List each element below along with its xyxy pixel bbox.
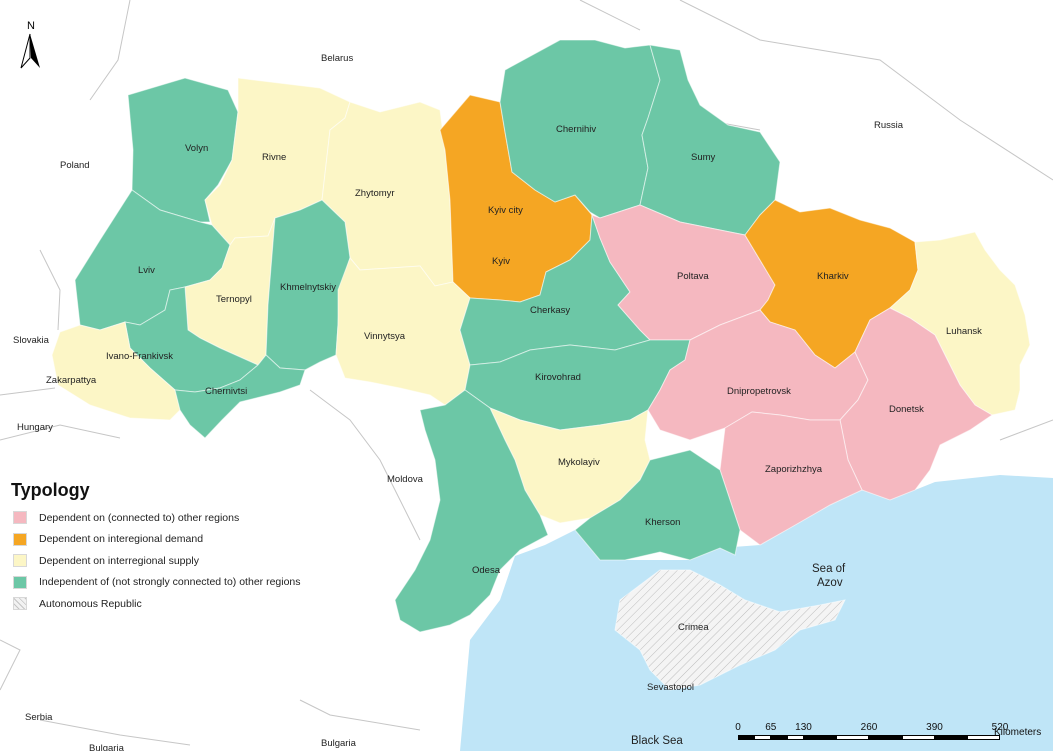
scale-segment — [934, 735, 968, 740]
region-label: Khmelnytskiy — [280, 282, 336, 293]
scale-tick-label: 0 — [735, 722, 741, 733]
legend-swatch — [13, 511, 27, 525]
scale-tick-label: 130 — [795, 722, 812, 733]
sea-label: Black Sea — [631, 735, 683, 747]
region-label: Poltava — [677, 271, 709, 282]
scale-unit: Kilometers — [994, 727, 1042, 738]
legend-swatch — [13, 575, 27, 589]
region-label: Crimea — [678, 622, 709, 633]
region-label: Sumy — [691, 152, 716, 163]
region-label: Kyiv — [492, 256, 510, 267]
region-label: Kherson — [645, 517, 680, 528]
country-label: Slovakia — [13, 335, 50, 346]
sea-label: Sea of — [812, 563, 846, 575]
region-label: Ternopyl — [216, 294, 252, 305]
region-label: Volyn — [185, 143, 208, 154]
scale-segment — [967, 735, 1000, 740]
scale-bar: 0 65 130 260 390 520 Kilometers — [726, 716, 1053, 746]
legend: Typology Dependent on (connected to) oth… — [7, 476, 339, 626]
country-label: Hungary — [17, 422, 53, 433]
sea-label: Azov — [817, 577, 843, 589]
region-label: Chernivtsi — [205, 386, 247, 397]
region-label: Luhansk — [946, 326, 982, 337]
region-label: Donetsk — [889, 404, 924, 415]
legend-item: Dependent on interregional supply — [7, 550, 339, 572]
region-chernivtsi[interactable] — [174, 354, 306, 439]
region-labels: Volyn Rivne Zhytomyr Kyiv Kyiv city Cher… — [46, 124, 982, 693]
country-label: Moldova — [387, 474, 424, 485]
region-label: Zaporizhzhya — [765, 464, 823, 475]
legend-swatch — [13, 597, 27, 611]
region-label: Odesa — [472, 565, 501, 576]
region-label: Mykolayiv — [558, 457, 600, 468]
country-label: Bulgaria — [89, 743, 125, 751]
scale-segment — [787, 735, 804, 740]
region-crimea[interactable] — [614, 569, 846, 691]
country-labels: Belarus Russia Poland Slovakia Hungary M… — [13, 53, 904, 751]
north-arrow: N — [14, 20, 54, 72]
region-label: Kharkiv — [817, 271, 849, 282]
legend-title: Typology — [11, 480, 90, 500]
region-label: Kirovohrad — [535, 372, 581, 383]
scale-tick-label: 260 — [860, 722, 878, 733]
scale-segment — [770, 735, 788, 740]
region-label: Dnipropetrovsk — [727, 386, 791, 397]
country-label: Poland — [60, 160, 90, 171]
sea-labels: Sea of Azov Black Sea — [631, 563, 846, 747]
country-label: Serbia — [25, 712, 53, 723]
legend-item-label: Autonomous Republic — [39, 597, 142, 610]
region-label: Sevastopol — [647, 682, 694, 693]
north-arrow-icon — [20, 33, 40, 69]
region-sumy[interactable] — [639, 44, 781, 236]
legend-swatch — [13, 554, 27, 568]
region-kherson[interactable] — [574, 449, 741, 561]
north-label: N — [27, 20, 35, 32]
legend-item-label: Dependent on interregional supply — [39, 554, 199, 567]
region-label: Kyiv city — [488, 205, 523, 216]
region-label: Zhytomyr — [355, 188, 395, 199]
country-label: Bulgaria — [321, 738, 357, 749]
scale-segment — [754, 735, 771, 740]
region-odesa[interactable] — [394, 389, 549, 633]
legend-item: Dependent on interegional demand — [7, 529, 339, 551]
scale-segment — [738, 735, 755, 740]
region-label: Cherkasy — [530, 305, 570, 316]
region-label: Lviv — [138, 265, 155, 276]
legend-item-label: Dependent on interegional demand — [39, 533, 204, 546]
legend-item: Autonomous Republic — [7, 593, 339, 615]
scale-tick-label: 65 — [765, 722, 777, 733]
scale-tick-label: 390 — [926, 722, 943, 733]
legend-swatch — [13, 532, 27, 546]
country-label: Russia — [874, 120, 904, 131]
region-label: Chernihiv — [556, 124, 596, 135]
scale-segment — [901, 735, 935, 740]
scale-tick-label: 520 — [991, 722, 1009, 733]
legend-item: Dependent on (connected to) other region… — [7, 507, 339, 529]
scale-segment — [836, 735, 869, 740]
region-label: Vinnytsya — [364, 331, 406, 342]
region-label: Rivne — [262, 152, 286, 163]
regions-layer — [51, 39, 1031, 691]
legend-item-label: Independent of (not strongly connected t… — [39, 576, 301, 589]
region-label: Zakarpattya — [46, 375, 97, 386]
scale-segment — [869, 735, 902, 740]
legend-item: Independent of (not strongly connected t… — [7, 572, 339, 594]
legend-item-label: Dependent on (connected to) other region… — [39, 511, 240, 524]
scale-segment — [803, 735, 837, 740]
region-label: Ivano-Frankivsk — [106, 351, 173, 362]
country-label: Belarus — [321, 53, 353, 64]
